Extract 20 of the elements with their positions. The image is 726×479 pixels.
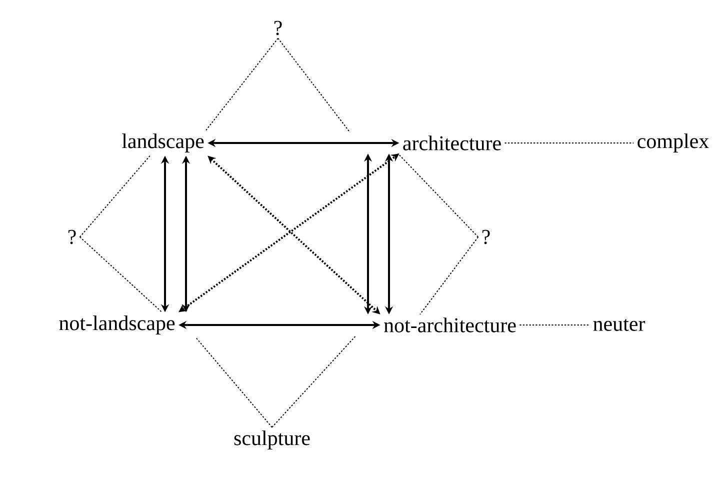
term-label: not-architecture: [384, 318, 516, 332]
term-label: ?: [68, 230, 76, 244]
dotted-line: [206, 38, 278, 131]
term-label: complex: [638, 133, 709, 152]
dotted-line: [420, 236, 479, 315]
term-label: neuter: [593, 318, 646, 331]
dotted-line: [519, 324, 590, 326]
dotted-line: [272, 335, 356, 428]
dotted-line: [398, 153, 479, 238]
term-label: landscape: [122, 133, 204, 152]
dotted-line: [196, 337, 272, 428]
dotted-line: [79, 155, 150, 238]
term-label: not-landscape: [59, 315, 175, 334]
term-label: ?: [482, 230, 490, 244]
term-label: sculpture: [234, 430, 310, 450]
dotted-line: [278, 38, 350, 133]
dotted-line: [79, 236, 162, 313]
term-label: ?: [274, 20, 282, 36]
dotted-line: [504, 142, 634, 144]
term-label: architecture: [403, 136, 501, 150]
